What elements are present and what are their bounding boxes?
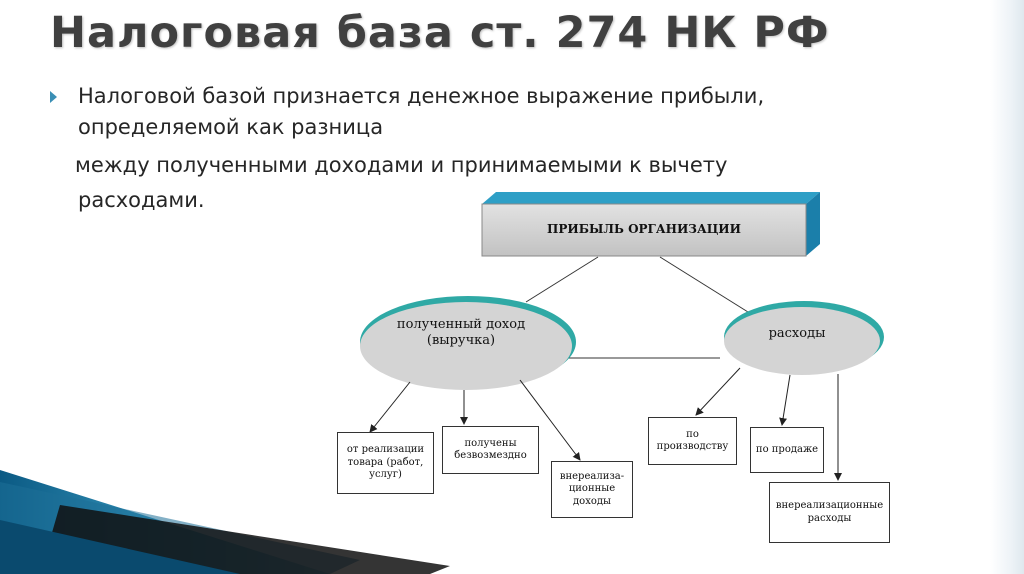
income-item-nonoperating: внереализа-ционные доходы bbox=[551, 461, 633, 518]
slide-title: Налоговая база ст. 274 НК РФ bbox=[50, 8, 830, 58]
income-ellipse bbox=[360, 296, 576, 390]
line-header-expense bbox=[659, 256, 749, 313]
arrow-income-sales bbox=[369, 381, 411, 433]
header-box bbox=[481, 192, 820, 257]
income-item-free: получены безвозмездно bbox=[442, 426, 539, 474]
line-header-income bbox=[525, 256, 599, 303]
body-text-line-3: между полученными доходами и принимаемым… bbox=[75, 153, 728, 177]
bullet-text-line-1: Налоговой базой признается денежное выра… bbox=[78, 84, 765, 108]
arrow-expense-sales bbox=[779, 374, 791, 426]
income-label: полученный доход (выручка) bbox=[396, 317, 526, 348]
expense-item-production: по производству bbox=[648, 417, 737, 465]
expense-label: расходы bbox=[768, 326, 826, 341]
arrow-income-nonop bbox=[519, 379, 581, 461]
arrow-expense-production bbox=[695, 367, 741, 416]
bullet-arrow-icon bbox=[50, 91, 57, 103]
expense-item-nonoperating: внереализационные расходы bbox=[769, 482, 890, 543]
right-decoration-strip bbox=[990, 0, 1024, 574]
expense-item-sales: по продаже bbox=[750, 427, 824, 473]
bullet-text-line-2: определяемой как разница bbox=[78, 115, 384, 139]
header-label: ПРИБЫЛЬ ОРГАНИЗАЦИИ bbox=[547, 222, 741, 236]
expense-ellipse bbox=[724, 301, 884, 375]
body-text-line-4: расходами. bbox=[78, 188, 205, 212]
income-item-sales: от реализации товара (работ, услуг) bbox=[337, 432, 434, 494]
